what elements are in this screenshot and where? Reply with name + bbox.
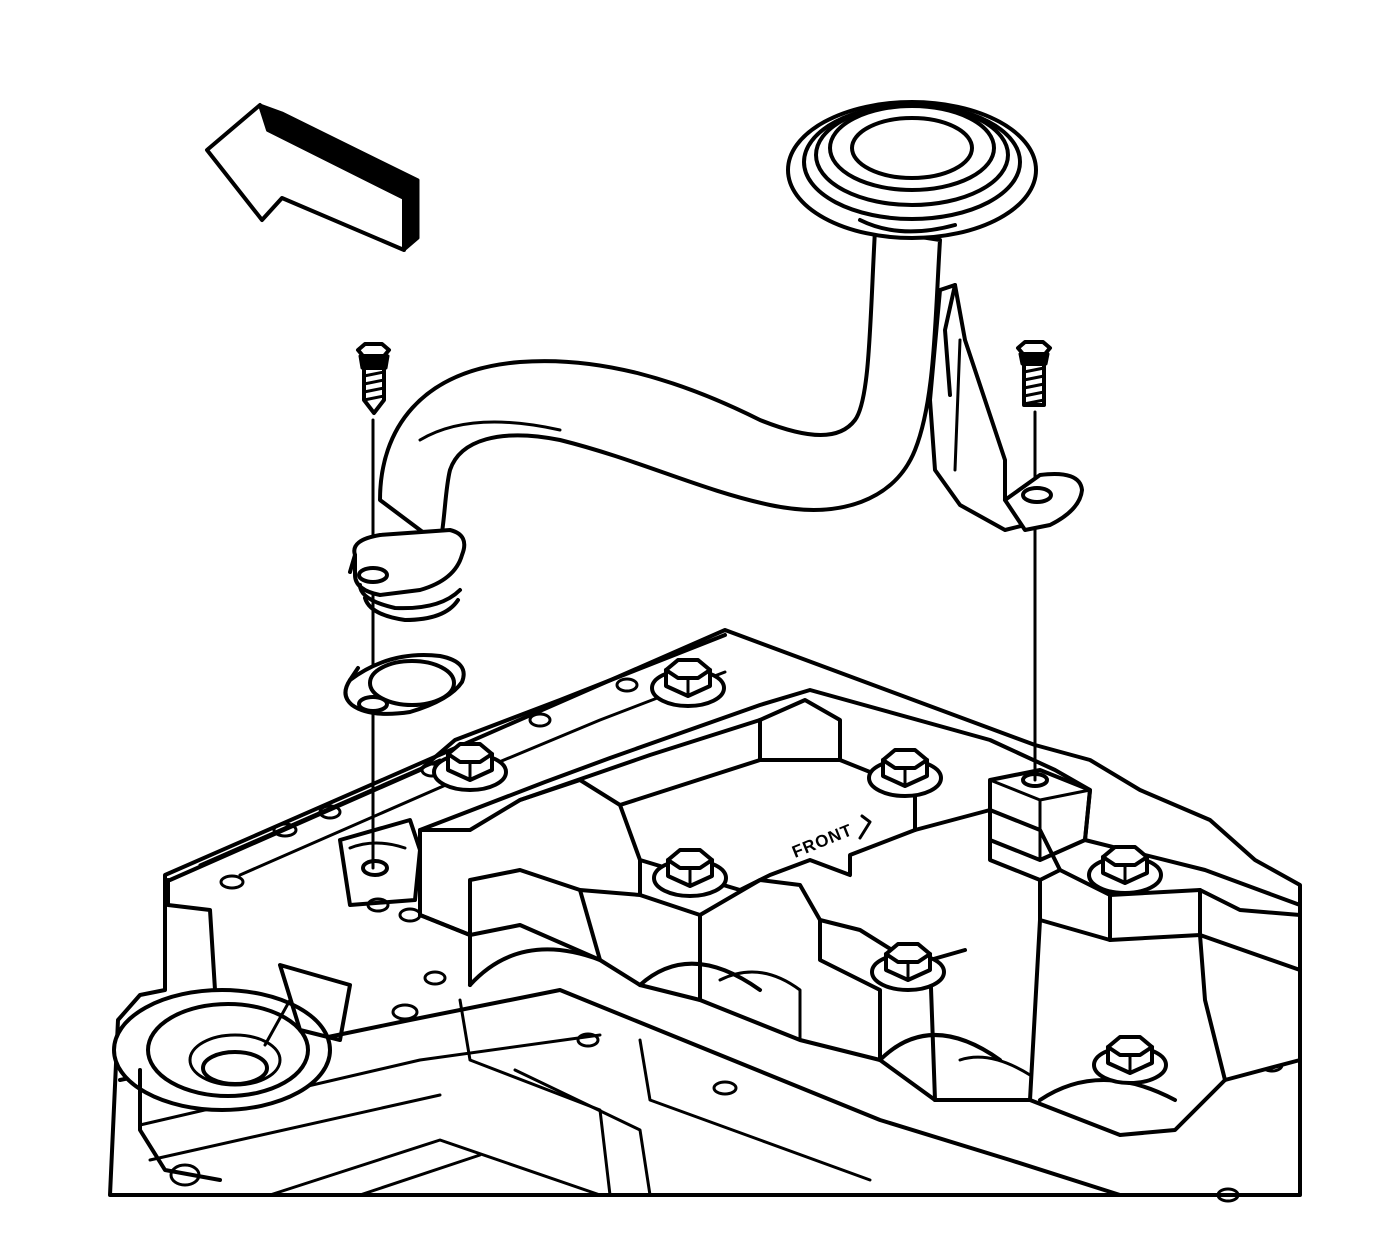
bolt-icon: [867, 748, 943, 798]
front-direction-arrow-icon: [205, 103, 420, 252]
bolt-icon: [652, 848, 728, 898]
bolt-icon: [1092, 1035, 1168, 1085]
alignment-lines: [371, 410, 1037, 870]
pickup-bolt-hole: [361, 859, 389, 877]
gasket-icon: [343, 653, 466, 716]
bearing-cap-bolts: [432, 658, 1168, 1085]
oil-pump-pickup-tube: [348, 100, 1084, 622]
bolt-icon: [356, 342, 391, 415]
bolt-icon: [1087, 845, 1163, 895]
bolt-icon: [650, 658, 726, 708]
engine-block: FRONT: [108, 628, 1302, 1203]
bolt-icon: [432, 742, 508, 792]
bolt-icon: [870, 942, 946, 992]
bolt-icon: [1016, 340, 1052, 407]
